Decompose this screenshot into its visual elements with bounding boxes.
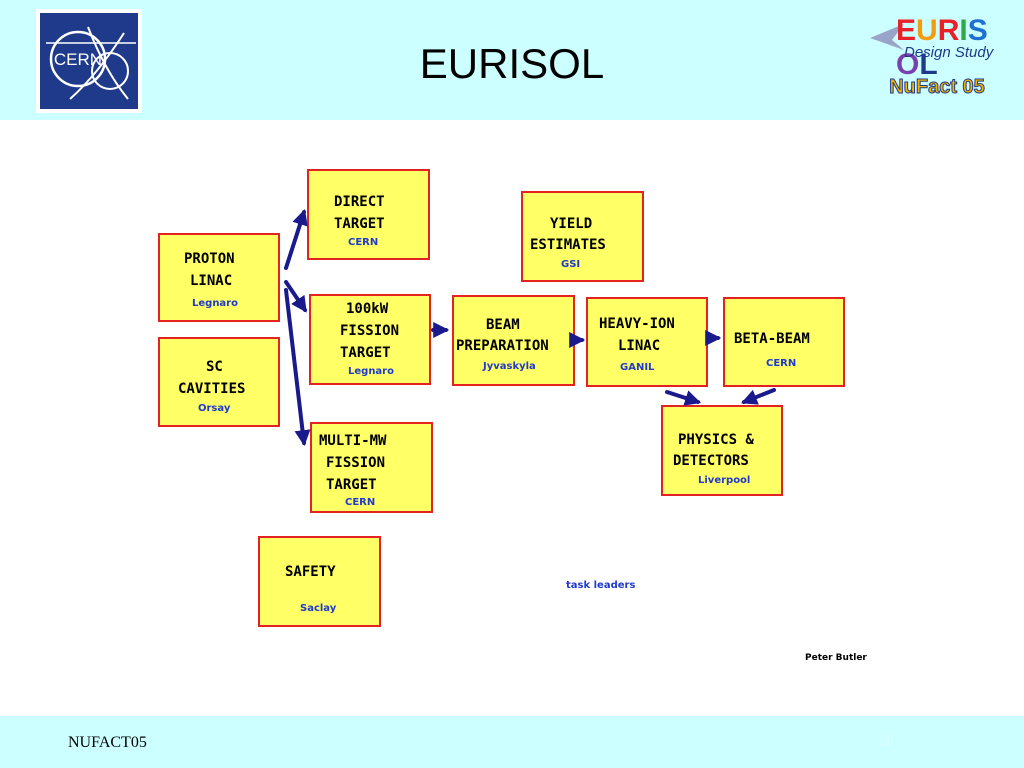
heavy-ion-linac-label-2: LINAC xyxy=(618,338,661,354)
box-physics-detectors xyxy=(661,405,783,496)
proton-linac-label-1: PROTON xyxy=(184,251,235,267)
heavy-ion-linac-label-1: HEAVY-ION xyxy=(599,316,675,332)
direct-target-leader: CERN xyxy=(348,237,379,248)
beta-beam-leader: CERN xyxy=(766,358,797,369)
box-safety xyxy=(258,536,381,627)
box-proton-linac xyxy=(158,233,280,322)
yield-estimates-label-1: YIELD xyxy=(550,216,593,232)
eurisol-letter: E xyxy=(896,14,917,47)
box-multi-mw-fission-target xyxy=(310,422,433,513)
page-title: EURISOL xyxy=(419,40,605,87)
eurisol-letter: S xyxy=(967,14,988,47)
safety-label-1: SAFETY xyxy=(285,564,336,580)
safety-leader: Saclay xyxy=(300,603,337,614)
sc-cavities-label-2: CAVITIES xyxy=(178,381,246,397)
direct-target-label-1: DIRECT xyxy=(334,194,385,210)
heavy-ion-linac-leader: GANIL xyxy=(620,362,655,373)
header-band xyxy=(0,0,1024,120)
eurisol-letter: R xyxy=(937,14,960,47)
box-direct-target xyxy=(307,169,430,260)
arrow-linac-to-100kw-target xyxy=(284,280,307,313)
yield-estimates-label-2: ESTIMATES xyxy=(530,237,606,253)
multi-mw-label-2: FISSION xyxy=(326,455,386,471)
proton-linac-leader: Legnaro xyxy=(192,298,238,309)
box-beta-beam xyxy=(723,297,845,387)
fission-100kw-label-1: 100kW xyxy=(346,301,389,317)
design-study-text: Design Study xyxy=(904,44,994,61)
eurisol-letter: O xyxy=(896,48,920,81)
eurisol-logo-word: EURIS OL xyxy=(896,14,1002,82)
eurisol-swoosh-icon xyxy=(870,24,904,50)
box-yield-estimates xyxy=(521,191,644,282)
page-number: 21 xyxy=(876,732,892,749)
footer-band xyxy=(0,716,1024,768)
author-name: Peter Butler xyxy=(805,653,867,663)
physics-detectors-leader: Liverpool xyxy=(698,475,751,486)
footer-conference: NUFACT05 xyxy=(68,734,147,751)
fission-100kw-leader: Legnaro xyxy=(348,366,394,377)
cern-logo-text: CERN xyxy=(54,50,102,69)
cern-logo: CERN xyxy=(36,9,142,113)
fission-100kw-label-2: FISSION xyxy=(340,323,400,339)
cern-logo-field: CERN xyxy=(40,13,138,109)
sc-cavities-label-1: SC xyxy=(206,359,223,375)
physics-detectors-label-1: PHYSICS & xyxy=(678,432,754,448)
yield-estimates-leader: GSI xyxy=(561,259,581,270)
arrow-beta-beam-to-physics xyxy=(741,388,776,405)
eurisol-letter: U xyxy=(916,14,938,47)
box-beam-preparation xyxy=(452,295,575,386)
eurisol-logo: EURIS OL Design Study xyxy=(868,14,1002,81)
multi-mw-label-1: MULTI-MW xyxy=(319,433,387,449)
eurisol-letter: I xyxy=(959,14,968,47)
sc-cavities-leader: Orsay xyxy=(198,403,231,414)
beam-preparation-label-1: BEAM xyxy=(486,317,520,333)
arrow-heavy-ion-linac-to-physics xyxy=(665,390,702,406)
box-sc-cavities xyxy=(158,337,280,427)
arrow-linac-to-direct-target xyxy=(284,208,308,270)
box-heavy-ion-linac xyxy=(586,297,708,387)
box-100kw-fission-target xyxy=(309,294,431,385)
beam-preparation-label-2: PREPARATION xyxy=(456,338,549,354)
proton-linac-label-2: LINAC xyxy=(190,273,233,289)
direct-target-label-2: TARGET xyxy=(334,216,385,232)
fission-100kw-label-3: TARGET xyxy=(340,345,391,361)
multi-mw-leader: CERN xyxy=(345,497,376,508)
task-leaders-note: task leaders xyxy=(566,580,636,591)
beta-beam-label-1: BETA-BEAM xyxy=(734,331,810,347)
nufact-badge: NuFact 05 xyxy=(889,76,986,99)
eurisol-letter: L xyxy=(919,48,938,81)
cern-emblem-icon: CERN xyxy=(46,26,136,100)
beam-preparation-leader: Jyvaskyla xyxy=(483,361,536,372)
physics-detectors-label-2: DETECTORS xyxy=(673,453,749,469)
arrow-linac-to-multi-mw-target xyxy=(284,288,311,447)
multi-mw-label-3: TARGET xyxy=(326,477,377,493)
